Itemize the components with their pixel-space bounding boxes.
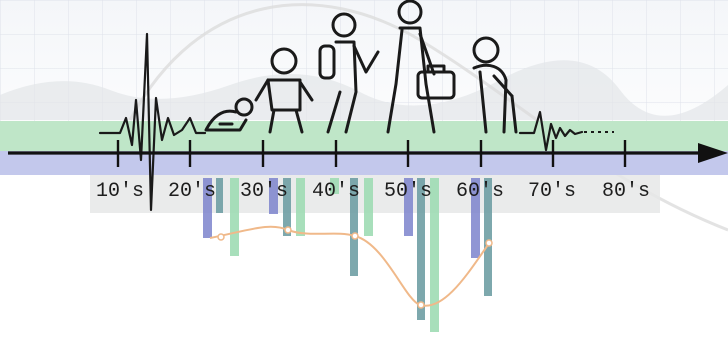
blue-band xyxy=(0,151,728,175)
decade-labels: 10's 20's 30's 40's 50's 60's 70's 80's xyxy=(96,180,650,203)
bar-green-2 xyxy=(296,178,305,236)
label-backdrop xyxy=(90,175,660,213)
label-40s: 40's xyxy=(312,180,360,203)
bar-teal-5 xyxy=(484,178,492,296)
curve-marker xyxy=(217,233,225,241)
curve-marker xyxy=(284,226,292,234)
heartbeat-tail xyxy=(518,110,584,152)
baby-crawling-icon xyxy=(204,97,254,132)
label-20s: 20's xyxy=(168,180,216,203)
bar-blue-4 xyxy=(471,178,480,258)
bar-green-5 xyxy=(430,178,439,332)
label-10s: 10's xyxy=(96,180,144,203)
toddler-icon xyxy=(254,47,314,134)
timeline-ticks xyxy=(116,140,627,167)
label-30s: 30's xyxy=(240,180,288,203)
bar-blue-1 xyxy=(203,178,212,238)
label-50s: 50's xyxy=(384,180,432,203)
trend-curve xyxy=(209,225,491,307)
green-band xyxy=(0,121,728,151)
bar-teal-4 xyxy=(417,178,425,320)
bar-green-3 xyxy=(330,178,339,194)
bar-blue-2 xyxy=(269,178,278,214)
curve-marker xyxy=(417,301,425,309)
curve-markers xyxy=(217,226,493,309)
bar-group xyxy=(203,178,492,332)
label-70s: 70's xyxy=(528,180,576,203)
bar-green-1 xyxy=(230,178,239,256)
curve-marker xyxy=(351,232,359,240)
label-60s: 60's xyxy=(456,180,504,203)
elderly-with-cane-icon xyxy=(472,36,518,134)
background-texture xyxy=(0,60,728,120)
bar-teal-3 xyxy=(350,178,358,276)
label-80s: 80's xyxy=(602,180,650,203)
bar-teal-2 xyxy=(283,178,291,236)
timeline-arrow-icon xyxy=(698,143,728,163)
bar-green-4 xyxy=(364,178,373,236)
adult-with-briefcase-icon xyxy=(386,0,456,134)
bar-teal-1 xyxy=(216,178,223,213)
student-with-backpack-icon xyxy=(318,12,380,134)
bar-blue-3 xyxy=(404,178,413,236)
curve-marker xyxy=(485,239,493,247)
